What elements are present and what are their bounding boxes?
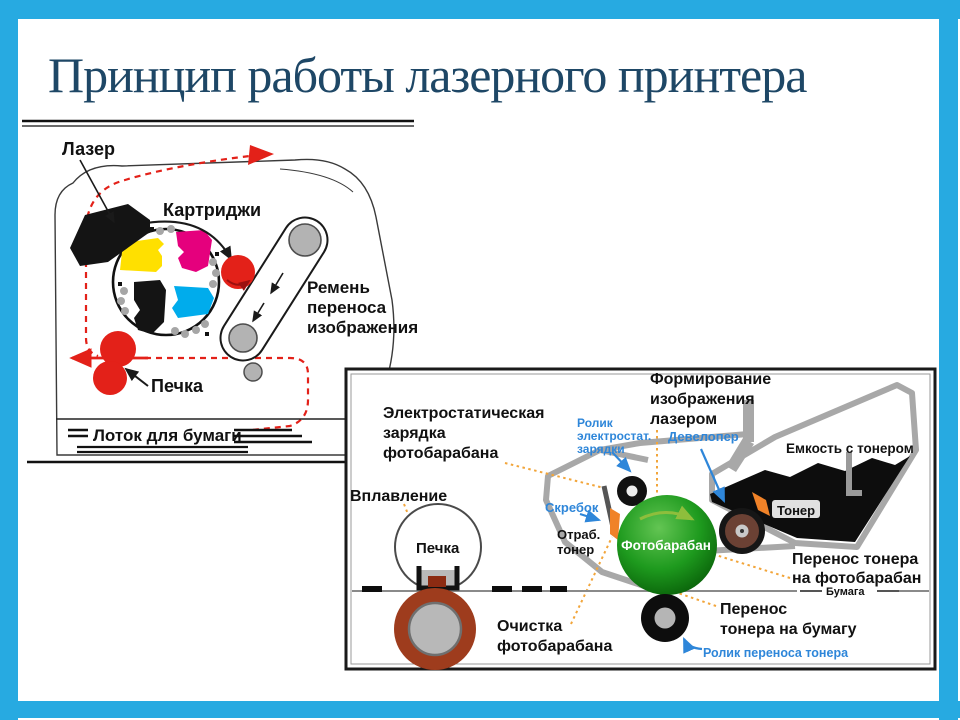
- fuser-roller: [394, 588, 476, 670]
- label-waste-2: тонер: [557, 542, 594, 557]
- label-transfer-roller: Ролик переноса тонера: [703, 646, 849, 660]
- label-belt-1: Ремень: [307, 278, 370, 297]
- label-cartridges: Картриджи: [163, 200, 261, 220]
- page-title: Принцип работы лазерного принтера: [48, 47, 807, 103]
- label-charge-roller-1: Ролик: [577, 416, 614, 430]
- label-paper-tray: Лоток для бумаги: [93, 426, 242, 445]
- label-toner-tank: Емкость с тонером: [786, 441, 914, 456]
- transfer-belt: [219, 216, 329, 362]
- label-fuser: Печка: [151, 376, 204, 396]
- photo-drum: Фотобарабан: [617, 495, 717, 595]
- label-forming-3: лазером: [650, 411, 717, 428]
- label-toner: Тонер: [777, 503, 815, 518]
- label-charge-roller-2: электростат.: [577, 429, 651, 443]
- paper-tray: [56, 418, 377, 454]
- paper-transfer-roller: [641, 594, 689, 642]
- laser-unit: [70, 159, 150, 266]
- leader-lines-orange: [403, 430, 791, 625]
- label-transfer-drum-1: Перенос тонера: [792, 551, 918, 568]
- right-drum-diagram: Фотобарабан Электростатическая зарядка ф…: [344, 367, 937, 671]
- label-developer: Девелопер: [668, 429, 739, 444]
- cartridge-black: [134, 280, 166, 334]
- frame-right: [939, 0, 958, 720]
- label-transfer-drum-2: на фотобарабан: [792, 570, 921, 587]
- label-forming-1: Формирование: [650, 371, 771, 388]
- cartridge-magenta: [176, 230, 212, 272]
- cartridge-cyan: [172, 286, 214, 318]
- developer-roller: [719, 492, 770, 554]
- label-laser: Лазер: [62, 139, 115, 159]
- frame-bottom: [0, 701, 960, 718]
- label-waste-1: Отраб.: [557, 527, 600, 542]
- label-belt-3: изображения: [307, 318, 417, 337]
- blue-pointer-arrows: [579, 448, 726, 654]
- label-transfer-paper-1: Перенос: [720, 601, 787, 618]
- label-charge-3: фотобарабана: [383, 445, 498, 462]
- fuser-unit: [394, 503, 482, 591]
- cartridge-carousel: [111, 220, 232, 338]
- drum-label: Фотобарабан: [621, 538, 711, 553]
- charge-roller: [617, 476, 647, 506]
- label-cleaning-1: Очистка: [497, 618, 562, 635]
- label-charge-2: зарядка: [383, 425, 446, 442]
- transfer-roller-red: [221, 255, 255, 291]
- label-paper: Бумага: [826, 586, 865, 598]
- label-forming-2: изображения: [650, 391, 755, 408]
- label-fuser-r: Печка: [416, 540, 460, 557]
- scraper-blade: [601, 485, 620, 540]
- label-transfer-paper-2: тонера на бумагу: [720, 621, 857, 638]
- fuser-pointer: [124, 367, 149, 387]
- left-printer-diagram: Лазер Картриджи Ремень переноса изображе…: [22, 119, 417, 464]
- fuser-rollers: [93, 331, 136, 395]
- cartridge-yellow: [120, 238, 164, 272]
- frame-top: [0, 0, 960, 19]
- label-charge-roller-3: зарядки: [577, 442, 625, 456]
- label-charge-1: Электростатическая: [383, 405, 544, 422]
- frame-left: [0, 0, 18, 720]
- label-fusing: Вплавление: [350, 488, 447, 505]
- label-scraper: Скребок: [545, 500, 599, 515]
- label-cleaning-2: фотобарабана: [497, 638, 612, 655]
- registration-roller: [243, 362, 263, 382]
- label-belt-2: переноса: [307, 298, 387, 317]
